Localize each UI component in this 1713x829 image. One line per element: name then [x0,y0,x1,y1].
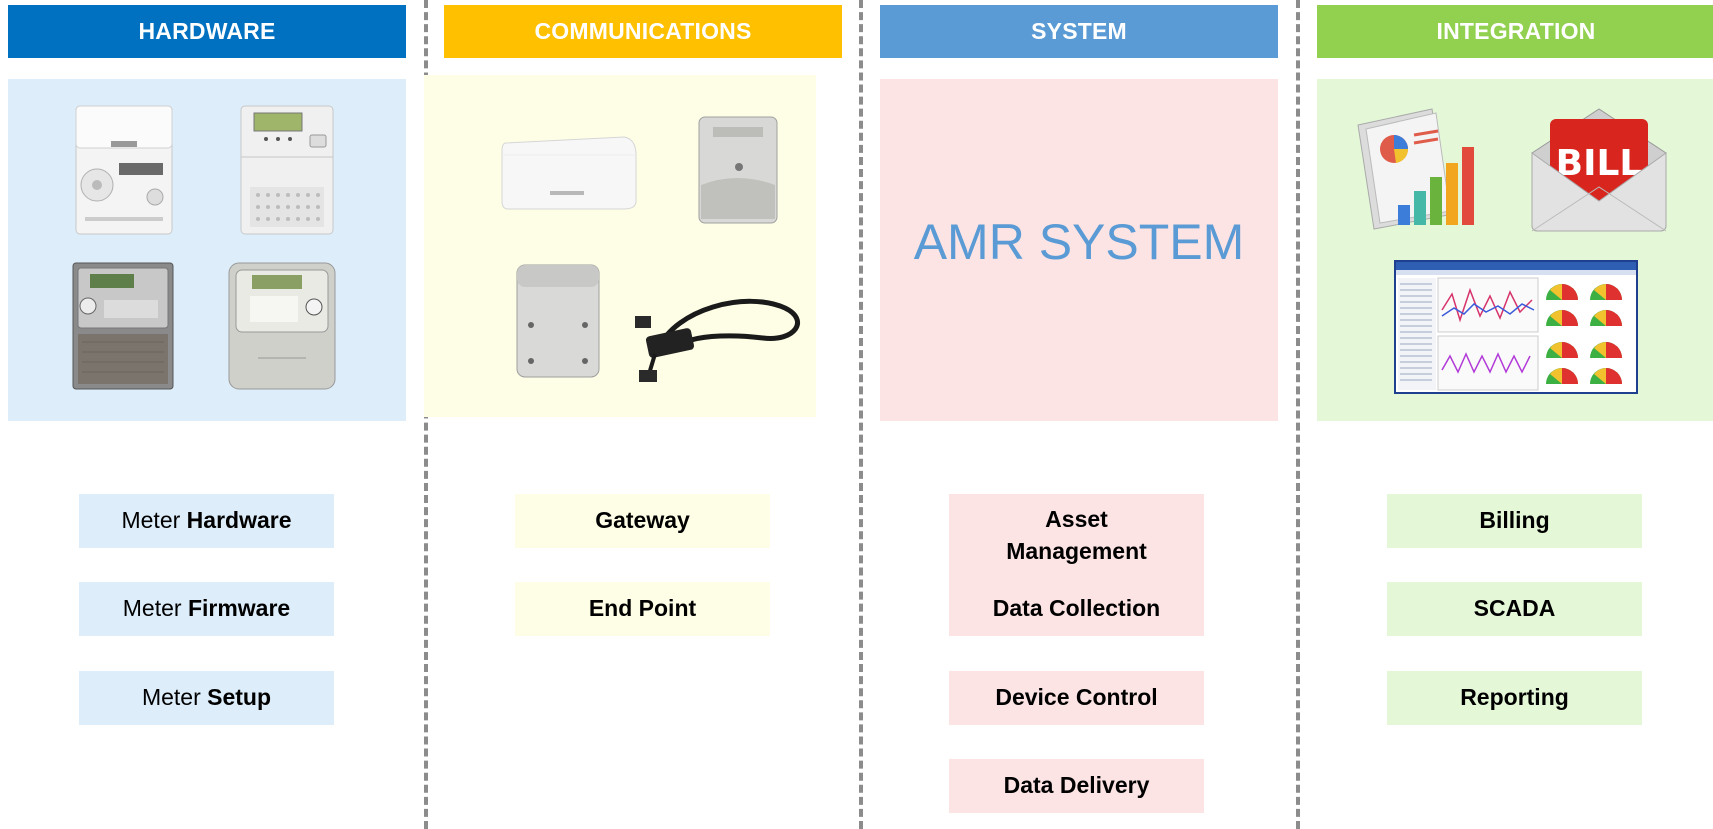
meter-hardware-item: Meter Hardware [79,494,334,548]
meter-setup-item: Meter Setup [79,671,334,725]
divider-2 [859,0,863,829]
bill-envelope-icon: BILL [1531,108,1667,232]
device-control-item: Device Control [949,671,1204,725]
dashboard-screen-icon [1394,260,1638,394]
electricity-meter-icon [72,262,174,390]
electricity-meter-icon [228,262,336,390]
item-prefix: Meter [122,595,182,622]
item-prefix: Meter [121,507,181,534]
header-communications: COMMUNICATIONS [444,5,842,58]
data-collection-item: Data Collection [992,595,1161,622]
item-bold: Firmware [187,595,291,622]
report-charts-icon [1357,108,1474,230]
gateway-device-icon [698,116,778,224]
gateway-device-icon [501,136,637,210]
item-prefix: Meter [141,684,201,711]
system-title: AMR SYSTEM [913,214,1245,270]
system-panel [880,79,1278,421]
gateway-device-icon [516,264,600,378]
item-bold: Hardware [186,507,292,534]
header-hardware: HARDWARE [8,5,406,58]
electricity-meter-icon [240,105,334,235]
header-integration: INTEGRATION [1317,5,1713,58]
gateway-item: Gateway [515,494,770,548]
system-items-block [949,494,1204,636]
item-bold: Setup [207,684,272,711]
data-delivery-item: Data Delivery [949,759,1204,813]
scada-item: SCADA [1387,582,1642,636]
reporting-item: Reporting [1387,671,1642,725]
header-system: SYSTEM [880,5,1278,58]
billing-item: Billing [1387,494,1642,548]
divider-3 [1296,0,1300,829]
electricity-meter-icon [75,105,173,235]
bill-label: BILL [1556,143,1643,184]
asset-management-item: Asset Management [1006,506,1147,564]
meter-firmware-item: Meter Firmware [79,582,334,636]
hardware-panel [8,79,406,421]
end-point-item: End Point [515,582,770,636]
network-cable-icon [635,298,800,382]
